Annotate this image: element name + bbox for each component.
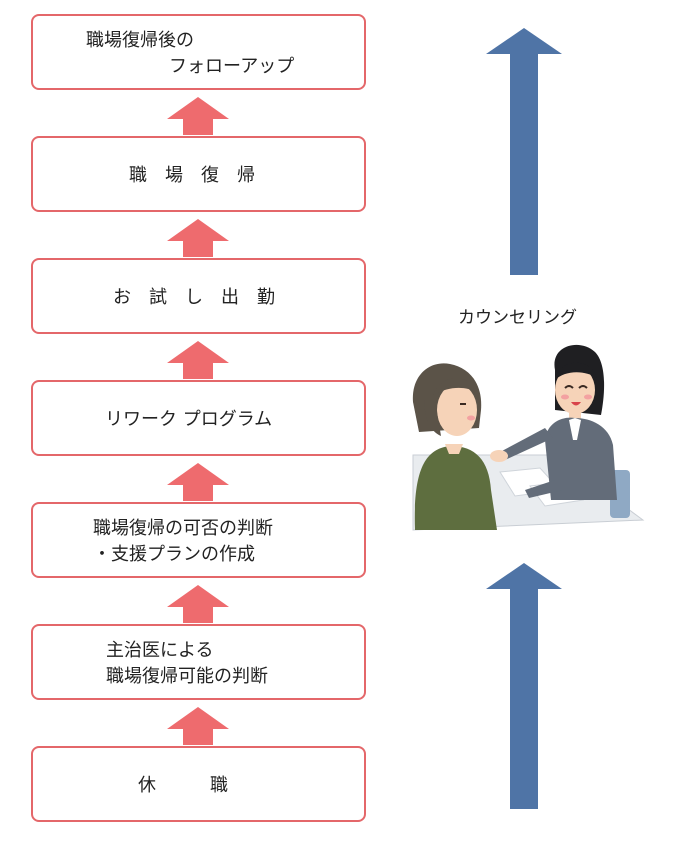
step-decision-plan: 職場復帰の可否の判断 ・支援プランの作成	[31, 502, 366, 578]
step-rework-program: リワーク プログラム	[31, 380, 366, 456]
step-decision-plan-line2: ・支援プランの作成	[93, 544, 255, 565]
lower-blue-arrow-icon	[486, 563, 562, 809]
step-return-to-work: 職 場 復 帰	[31, 136, 366, 212]
step-followup-line2: フォローアップ	[169, 56, 295, 77]
up-arrow-icon	[167, 463, 229, 501]
step-leave: 休 職	[31, 746, 366, 822]
step-physician-judgment: 主治医による 職場復帰可能の判断	[31, 624, 366, 700]
step-return-to-work-label: 職 場 復 帰	[129, 165, 255, 186]
step-rework-program-label: リワーク プログラム	[105, 409, 273, 430]
step-physician-judgment-line2: 職場復帰可能の判断	[106, 666, 268, 687]
up-arrow-icon	[167, 219, 229, 257]
counseling-illustration	[412, 344, 645, 531]
up-arrow-icon	[167, 341, 229, 379]
step-followup-line1: 職場復帰後の	[86, 30, 194, 51]
step-leave-label: 休 職	[138, 775, 228, 796]
up-arrow-icon	[167, 97, 229, 135]
step-followup: 職場復帰後の フォローアップ	[31, 14, 366, 90]
counseling-label: カウンセリング	[458, 308, 577, 328]
up-arrow-icon	[167, 707, 229, 745]
step-trial-attendance: お 試 し 出 勤	[31, 258, 366, 334]
step-physician-judgment-line1: 主治医による	[106, 640, 214, 661]
upper-blue-arrow-icon	[486, 28, 562, 275]
step-trial-attendance-label: お 試 し 出 勤	[113, 287, 275, 308]
step-decision-plan-line1: 職場復帰の可否の判断	[93, 518, 273, 539]
up-arrow-icon	[167, 585, 229, 623]
